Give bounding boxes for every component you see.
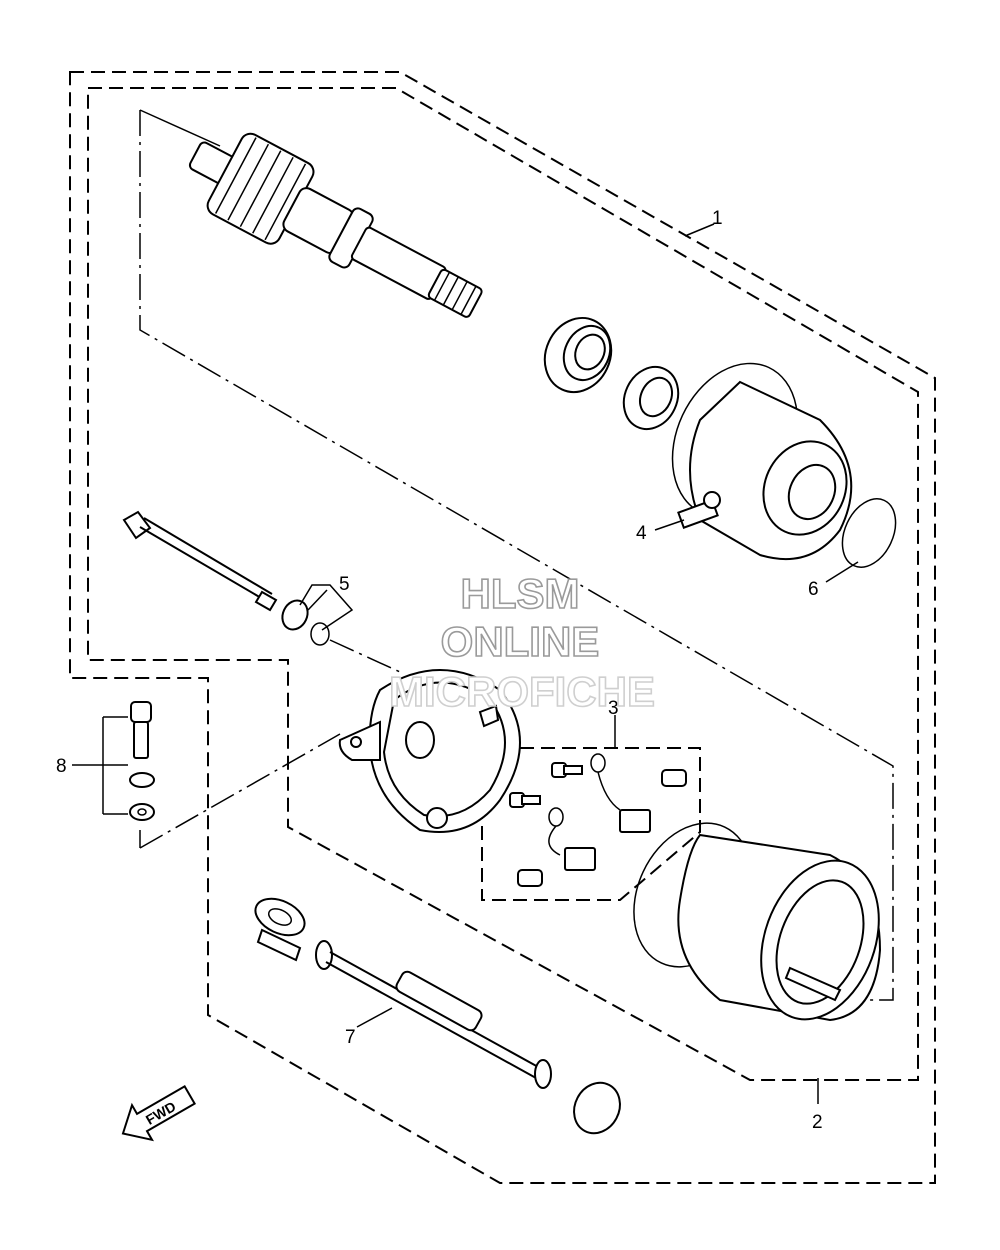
callout-8: 8	[56, 756, 67, 777]
oil-seal	[622, 365, 680, 431]
callout-5: 5	[339, 574, 350, 595]
yoke-housing	[633, 822, 882, 1022]
armature	[188, 132, 483, 318]
front-cover	[671, 362, 853, 561]
rear-cover	[338, 669, 521, 833]
brush-kit-parts	[509, 753, 687, 887]
washer-5	[281, 599, 309, 631]
callout-6: 6	[808, 579, 819, 600]
callout-2: 2	[812, 1112, 823, 1133]
watermark-line-3: MICROFICHE	[389, 668, 655, 715]
lead-wire	[254, 897, 621, 1135]
bearing	[543, 317, 613, 393]
watermark: HLSM ONLINE MICROFICHE	[388, 569, 656, 716]
through-bolt	[122, 510, 278, 612]
callout-7: 7	[345, 1027, 356, 1048]
outer-boundary	[69, 71, 936, 1184]
fwd-arrow-icon: FWD	[121, 1084, 197, 1142]
o-ring-6	[841, 498, 897, 568]
callout-1: 1	[712, 208, 723, 229]
o-ring-5	[310, 622, 330, 646]
watermark-line-1: HLSM	[461, 570, 580, 617]
callout-4: 4	[636, 523, 647, 544]
callout-3: 3	[608, 698, 619, 719]
watermark-line-2: ONLINE	[441, 618, 600, 665]
screw-set-8	[72, 701, 341, 849]
motor-assembly-boundary	[87, 87, 919, 1081]
leader-lines	[307, 223, 859, 1104]
armature-frame	[139, 109, 894, 1001]
